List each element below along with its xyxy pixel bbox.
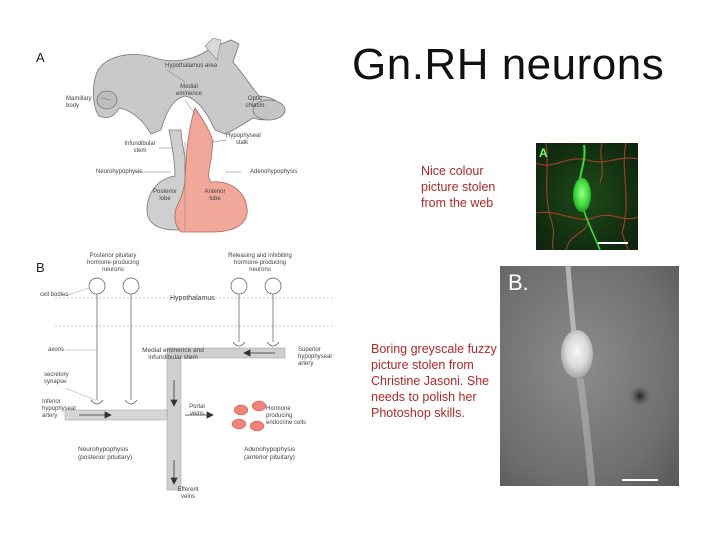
label-mamillary-body: Mamillary body	[66, 96, 92, 109]
label-hypophyseal-stalk: Hypophyseal stalk	[226, 133, 261, 146]
colour-picture-caption: Nice colour picture stolen from the web	[421, 164, 496, 210]
slide-title: Gn.RH neurons	[352, 40, 665, 89]
label-hormone-cells: Hormone producing endocrine cells	[266, 406, 307, 426]
greyscale-neuron-micrograph: B.	[500, 266, 679, 486]
label-adenohypophysis: Adenohypophysis	[250, 169, 298, 175]
gnrh-neuron-soma	[561, 330, 593, 378]
dendrite-upper	[565, 266, 577, 335]
label-neurohypophysis-sub: (posterior pituitary)	[78, 454, 133, 461]
label-neurohypophysis-b: Neurohypophysis	[78, 446, 129, 453]
label-hypothalamus-area: Hypothalamus area	[165, 63, 218, 69]
label-optic-chiasm: Optic chiasm	[245, 96, 265, 109]
posterior-lobe	[146, 129, 186, 231]
greyscale-picture-caption: Boring greyscale fuzzy picture stolen fr…	[371, 342, 497, 420]
portal-vessel	[166, 347, 286, 491]
greyscale-scale-bar	[622, 479, 658, 481]
pituitary-anatomy-diagram	[93, 38, 286, 233]
hypothalamus-tissue	[93, 39, 286, 135]
label-anterior-lobe: Anterior lobe	[204, 189, 226, 202]
fornix-fold	[204, 38, 222, 61]
inferior-vessel	[64, 409, 168, 421]
label-adenohypophysis-b: Adenohypophysis	[244, 446, 296, 453]
optic-chiasm-shape	[252, 99, 286, 121]
label-axons: axons	[48, 347, 65, 353]
dendrite-lower	[576, 377, 596, 486]
label-efferent-veins: Efferent veins	[177, 487, 199, 500]
hypothalamo-pituitary-circuit-diagram	[55, 277, 335, 491]
label-median-eminence-stem: Medial eminence and infundibular stem	[142, 347, 204, 361]
label-releasing-neurons: Releasing and inhibiting hormone-produci…	[228, 253, 292, 273]
label-secretory-synapse: secretory synapse	[44, 372, 69, 385]
label-median-eminence: Medial eminence	[175, 84, 202, 97]
figure-b-letter: B	[36, 260, 45, 275]
label-infundibular-stem: Infundibular stem	[124, 141, 156, 154]
label-hypothalamus: Hypothalamus	[170, 295, 215, 302]
label-portal-veins: Portal veins	[189, 404, 205, 417]
greyscale-micrograph-image: B.	[500, 266, 679, 486]
gnrh-neuron-cell	[573, 178, 591, 212]
label-adenohypophysis-sub: (anterior pituitary)	[244, 454, 295, 461]
label-neurohypophysis: Neurohypophysis	[96, 169, 143, 175]
colour-photo-letter: A	[539, 146, 548, 160]
label-posterior-lobe: Posterior lobe	[152, 189, 177, 202]
label-superior-artery: Superior hypophyseal artery	[298, 347, 332, 367]
figure-a-letter: A	[36, 50, 45, 65]
label-cell-bodies: cell bodies	[40, 292, 69, 298]
neuron-process	[579, 144, 586, 180]
mamillary-body	[96, 90, 118, 110]
greyscale-photo-letter: B.	[508, 270, 529, 295]
label-inferior-artery: Inferior hypophyseal artery	[42, 399, 76, 419]
colour-neuron-micrograph: A	[536, 143, 638, 250]
label-posterior-neurons: Posterior pituitary hormone-producing ne…	[86, 253, 140, 273]
colour-micrograph-image: A	[536, 143, 638, 250]
scale-bar	[598, 242, 628, 244]
